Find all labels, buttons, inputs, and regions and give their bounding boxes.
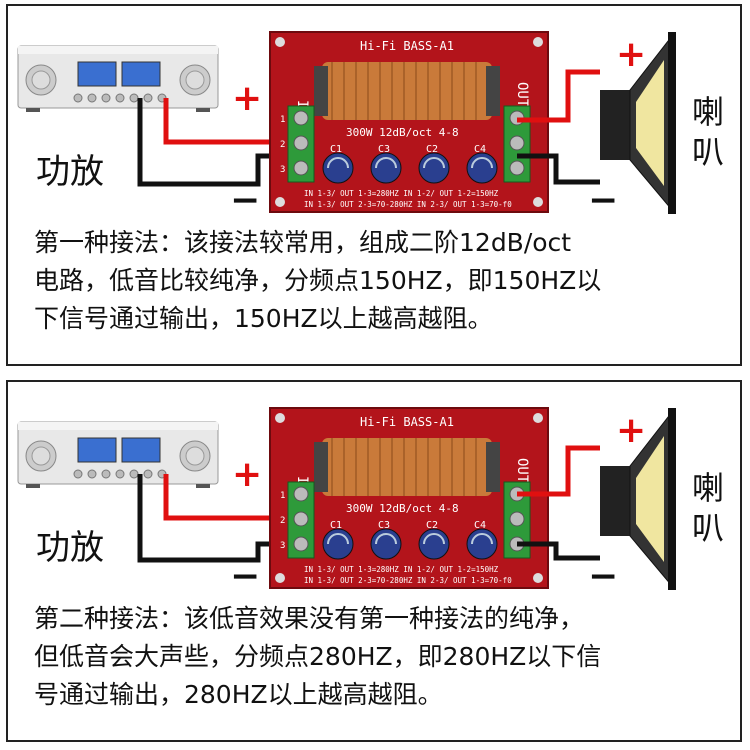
wiring-diagram-1: + − Hi-Fi BASS-A1 IN OUT 300W 12dB/oct 4…	[17, 31, 676, 221]
board-spec: 300W 12dB/oct 4-8	[346, 126, 459, 139]
minus-sign-out: −	[588, 180, 618, 221]
cap-label-c2: C2	[426, 520, 438, 531]
speaker-icon	[600, 408, 676, 590]
terminal-number-1: 1	[280, 115, 285, 125]
cap-label-c4: C4	[474, 520, 486, 531]
desc-line: 电路，低音比较纯净，分频点150HZ，即150HZ以	[34, 266, 602, 295]
terminal-number-3: 3	[280, 165, 285, 175]
speaker-label-line1: 喇	[692, 469, 725, 507]
negative-wire-out	[517, 541, 600, 561]
desc-line: 下信号通过输出，150HZ以上越高越阻。	[34, 304, 493, 333]
minus-sign-out: −	[588, 556, 618, 597]
speaker-label-line2: 叭	[692, 509, 725, 547]
freq-table-line2: IN 1-3/ OUT 2-3=70-280HZ IN 2-3/ OUT 1-3…	[304, 576, 512, 585]
desc-line: 第一种接法：该接法较常用，组成二阶12dB/oct	[34, 228, 572, 257]
input-terminal-block	[287, 105, 315, 183]
wiring-diagram-2: + − Hi-Fi BASS-A1 IN OUT 300W 12dB/oct 4…	[17, 407, 676, 597]
plus-sign-in: +	[232, 78, 262, 119]
minus-sign-in: −	[230, 556, 260, 597]
desc-line: 号通过输出，280HZ以上越高越阻。	[34, 680, 443, 709]
cap-label-c1: C1	[330, 144, 342, 155]
crossover-board: Hi-Fi BASS-A1 IN OUT 300W 12dB/oct 4-8	[269, 407, 549, 589]
amplifier-image	[17, 421, 219, 488]
speaker-label: 喇 叭	[692, 92, 736, 172]
positive-wire-out	[517, 445, 600, 497]
cap-label-c1: C1	[330, 520, 342, 531]
inductor-coil	[322, 62, 492, 120]
capacitors	[322, 528, 498, 560]
cap-label-c4: C4	[474, 144, 486, 155]
board-title: Hi-Fi BASS-A1	[360, 39, 454, 53]
terminal-number-1: 1	[280, 491, 285, 501]
inductor-coil	[322, 438, 492, 496]
board-spec: 300W 12dB/oct 4-8	[346, 502, 459, 515]
wiring-description-2: 第二种接法：该低音效果没有第一种接法的纯净， 但低音会大声些，分频点280HZ，…	[34, 600, 724, 714]
terminal-number-2: 2	[280, 516, 285, 526]
plus-sign-out: +	[616, 410, 646, 451]
plus-sign-out: +	[616, 34, 646, 75]
wiring-panel-2: + − Hi-Fi BASS-A1 IN OUT 300W 12dB/oct 4…	[6, 380, 742, 742]
amplifier-label: 功放	[36, 528, 104, 568]
freq-table-line1: IN 1-3/ OUT 1-3=280HZ IN 1-2/ OUT 1-2=15…	[304, 189, 499, 198]
out-label: OUT	[514, 82, 530, 108]
freq-table-line2: IN 1-3/ OUT 2-3=70-280HZ IN 2-3/ OUT 1-3…	[304, 200, 512, 209]
amplifier-label: 功放	[36, 152, 104, 192]
board-title: Hi-Fi BASS-A1	[360, 415, 454, 429]
speaker-label: 喇 叭	[692, 468, 736, 548]
input-terminal-block	[287, 481, 315, 559]
speaker-label-line2: 叭	[692, 133, 725, 171]
speaker-icon	[600, 32, 676, 214]
wiring-panel-1: + − Hi-Fi BASS-A1 IN OUT 300W 12dB/oct 4…	[6, 4, 742, 366]
plus-sign-in: +	[232, 454, 262, 495]
cap-label-c3: C3	[378, 520, 390, 531]
wiring-description-1: 第一种接法：该接法较常用，组成二阶12dB/oct 电路，低音比较纯净，分频点1…	[34, 224, 724, 338]
cap-label-c3: C3	[378, 144, 390, 155]
negative-wire-out	[517, 153, 600, 185]
desc-line: 第二种接法：该低音效果没有第一种接法的纯净，	[34, 604, 585, 633]
speaker-label-line1: 喇	[692, 93, 725, 131]
terminal-number-3: 3	[280, 541, 285, 551]
out-label: OUT	[514, 458, 530, 484]
output-terminal-block	[503, 105, 531, 183]
freq-table-line1: IN 1-3/ OUT 1-3=280HZ IN 1-2/ OUT 1-2=15…	[304, 565, 499, 574]
minus-sign-in: −	[230, 180, 260, 221]
terminal-number-2: 2	[280, 140, 285, 150]
amplifier-image	[17, 45, 219, 112]
crossover-board: Hi-Fi BASS-A1 IN OUT 300W 12dB/oct 4-8	[269, 31, 549, 213]
desc-line: 但低音会大声些，分频点280HZ，即280HZ以下信	[34, 642, 602, 671]
capacitors	[322, 152, 498, 184]
cap-label-c2: C2	[426, 144, 438, 155]
positive-wire-out	[517, 69, 600, 123]
